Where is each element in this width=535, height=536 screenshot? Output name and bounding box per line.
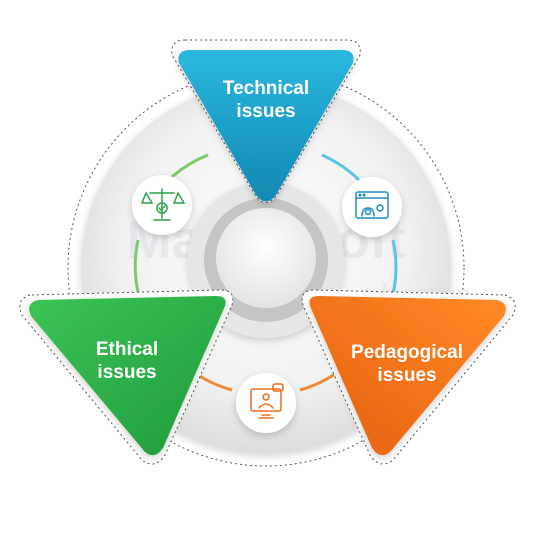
- technical-issues-label: Technical issues: [222, 78, 310, 122]
- hub-center: [216, 208, 316, 308]
- pedagogical-issues-label: Pedagogical issues: [351, 342, 463, 386]
- pedagogical-triangle: [309, 296, 506, 456]
- outer-dashed-ring: [67, 69, 465, 467]
- online-teaching-icon: [236, 373, 296, 433]
- ethical-triangle: [29, 296, 226, 456]
- scales-of-justice-icon: [132, 175, 192, 235]
- ethical-issues-label: Ethical issues: [95, 339, 159, 383]
- headset-support-icon: [342, 177, 402, 237]
- technical-triangle: [178, 50, 354, 202]
